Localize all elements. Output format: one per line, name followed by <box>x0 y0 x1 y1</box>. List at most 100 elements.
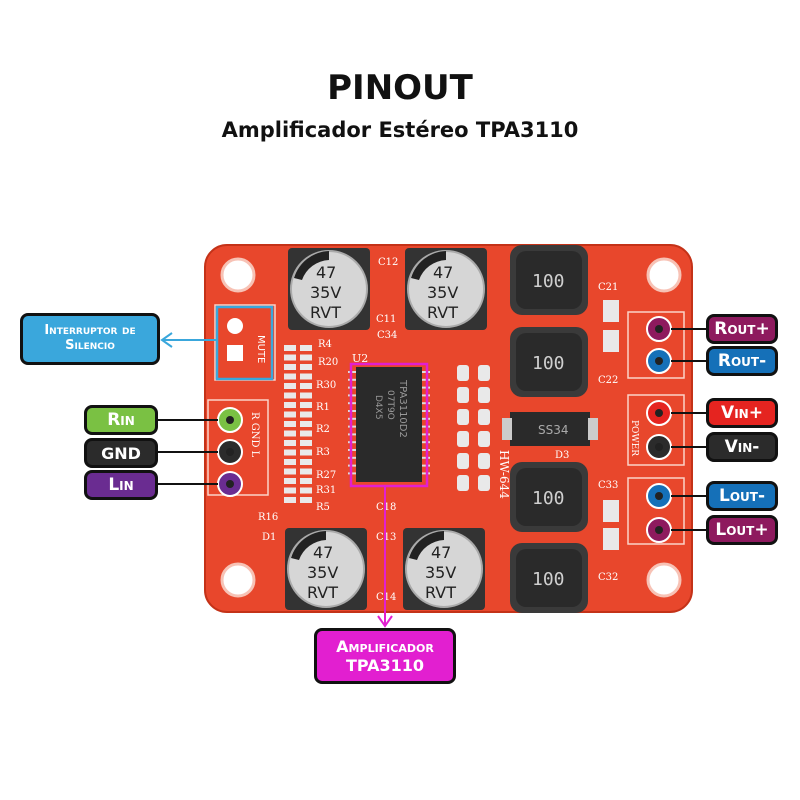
mute-switch-label: Interruptor de Silencio <box>20 313 160 365</box>
capacitor-voltage: 35V <box>307 563 338 582</box>
capacitor-voltage: 35V <box>425 563 456 582</box>
capacitor-polarity <box>411 251 446 280</box>
silkscreen-ref: R5 <box>316 502 330 513</box>
ss34-diode <box>510 412 590 446</box>
smd-capacitor <box>457 387 469 403</box>
mute-pad <box>227 318 243 334</box>
inductor-marking: 100 <box>532 569 565 590</box>
silkscreen-ref: R3 <box>316 447 330 458</box>
terminal-hole <box>226 448 234 456</box>
vin-minus-label: Vin- <box>706 432 778 462</box>
terminal-hole <box>655 325 663 333</box>
capacitor-voltage: 35V <box>427 283 458 302</box>
silkscreen-ref: C13 <box>376 532 396 543</box>
smd-component <box>300 459 312 465</box>
terminal-hole <box>655 492 663 500</box>
smd-component <box>300 411 312 418</box>
silkscreen-ref: R4 <box>318 339 332 350</box>
smd-component <box>300 392 312 399</box>
smd-component <box>300 364 312 370</box>
smd-component <box>300 497 312 503</box>
inductor-core <box>516 549 582 607</box>
terminal-hole <box>226 416 234 424</box>
capacitor-value: 47 <box>431 543 451 562</box>
diode-marking: SS34 <box>538 423 569 437</box>
smd-component <box>284 449 296 456</box>
silkscreen-outline <box>207 399 269 496</box>
smd-capacitor <box>478 453 490 469</box>
smd-component <box>284 402 296 408</box>
capacitor-brand: RVT <box>427 303 458 322</box>
capacitor-brand: RVT <box>307 583 338 602</box>
mute-silkscreen: MUTE <box>255 335 266 363</box>
silkscreen-ref: R20 <box>318 357 338 368</box>
d3-silkscreen: D3 <box>555 450 569 461</box>
terminal-hole <box>655 357 663 365</box>
smd-component <box>300 430 312 437</box>
silkscreen-ref: C34 <box>377 330 397 341</box>
terminal-hole <box>655 409 663 417</box>
diode-lead <box>502 418 512 440</box>
lin-label: Lin <box>84 470 158 500</box>
amplifier-label: Amplificador TPA3110 <box>314 628 456 684</box>
smd-capacitor <box>603 330 619 352</box>
silkscreen-ref: C22 <box>598 375 618 386</box>
smd-component <box>300 345 312 351</box>
silkscreen-outline <box>627 394 685 466</box>
mounting-hole <box>646 562 682 598</box>
smd-component <box>300 402 312 408</box>
rin-label: Rin <box>84 405 158 435</box>
capacitor-polarity <box>294 251 329 280</box>
mute-label-line2: Silencio <box>65 338 115 353</box>
capacitor-value: 47 <box>316 263 336 282</box>
smd-capacitor <box>603 300 619 322</box>
page-title: PINOUT <box>327 68 473 108</box>
smd-component <box>300 383 312 389</box>
silkscreen-ref: C14 <box>376 592 396 603</box>
smd-capacitor <box>457 475 469 491</box>
smd-component <box>300 373 312 380</box>
smd-capacitor <box>603 500 619 522</box>
inductor-core <box>516 468 582 526</box>
smd-component <box>284 421 296 427</box>
page-subtitle: Amplificador Estéreo TPA3110 <box>221 118 579 142</box>
smd-capacitor <box>478 387 490 403</box>
silkscreen-ref: C33 <box>598 480 618 491</box>
silkscreen-ref: C12 <box>378 257 398 268</box>
smd-capacitor <box>603 528 619 550</box>
smd-component <box>284 383 296 389</box>
u2-silkscreen: U2 <box>352 352 368 365</box>
silkscreen-outline <box>627 311 685 379</box>
smd-component <box>284 411 296 418</box>
terminal-hole <box>655 526 663 534</box>
inductor-marking: 100 <box>532 488 565 509</box>
smd-capacitor <box>478 365 490 381</box>
rout-plus-label: Rout+ <box>706 314 778 344</box>
chip-highlight <box>349 362 429 488</box>
silkscreen-ref: R30 <box>316 380 336 391</box>
smd-component <box>300 478 312 484</box>
lout-plus-label: Lout+ <box>706 515 778 545</box>
capacitor-brand: RVT <box>425 583 456 602</box>
smd-component <box>300 487 312 494</box>
tpa3110-chip <box>356 367 422 482</box>
smd-capacitor <box>457 409 469 425</box>
terminal-hole <box>226 480 234 488</box>
amp-arrowhead <box>377 615 393 628</box>
mute-label-line1: Interruptor de <box>44 323 136 339</box>
power-silkscreen: POWER <box>629 420 639 456</box>
silkscreen-ref: R27 <box>316 470 336 481</box>
capacitor-value: 47 <box>313 543 333 562</box>
smd-component <box>300 421 312 427</box>
smd-component <box>284 478 296 484</box>
smd-capacitor <box>457 453 469 469</box>
input-silkscreen: R GND L <box>249 412 260 458</box>
capacitor-brand: RVT <box>310 303 341 322</box>
mute-pad <box>227 345 243 361</box>
silkscreen-ref: R16 <box>258 512 278 523</box>
smd-component <box>300 440 312 446</box>
silkscreen-ref: R1 <box>316 402 330 413</box>
silkscreen-ref: R31 <box>316 485 336 496</box>
chip-marking-2: 07T9O <box>385 390 395 420</box>
